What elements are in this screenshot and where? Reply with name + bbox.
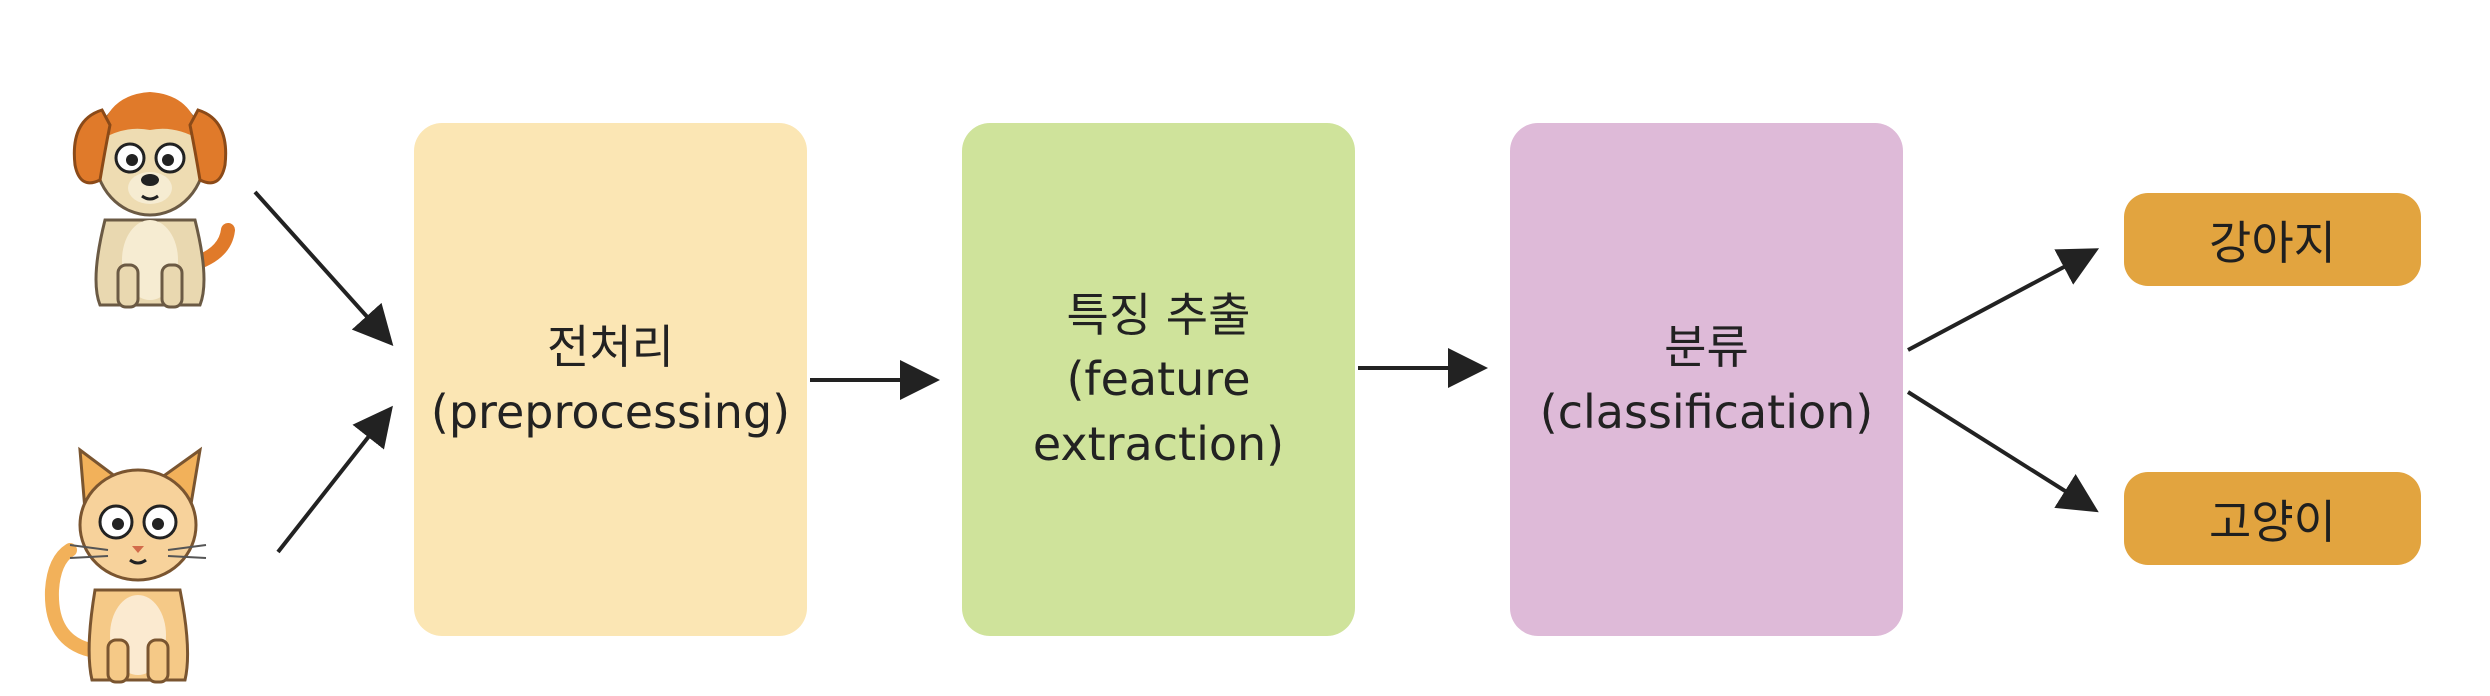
preprocessing-label-en: (preprocessing) [430,384,791,439]
output-dog: 강아지 [2124,193,2421,286]
preprocessing-label-ko: 전처리 [547,320,674,375]
preprocessing-box: 전처리 (preprocessing) [414,123,807,636]
output-dog-label: 강아지 [2209,215,2336,270]
arrow-classification-to-dog [1907,248,2100,352]
dog-icon [72,92,235,309]
classification-box: 분류 (classification) [1510,123,1903,636]
feature-extraction-box: 특징 추출 (feature extraction) [962,123,1355,636]
arrow-classification-to-cat [1906,390,2099,513]
feature-extraction-label-ko: 특징 추출 [1066,287,1251,342]
arrow-dog-to-preprocessing [253,190,394,346]
output-cat-label: 고양이 [2209,494,2336,549]
cat-icon [44,446,207,684]
arrow-cat-to-preprocessing [276,405,393,554]
output-cat: 고양이 [2124,472,2421,565]
classification-label-en: (classification) [1539,384,1874,439]
feature-extraction-label-en-2: extraction) [1032,416,1285,471]
feature-extraction-label-en-1: (feature [1066,352,1251,407]
classification-label-ko: 분류 [1664,320,1749,375]
